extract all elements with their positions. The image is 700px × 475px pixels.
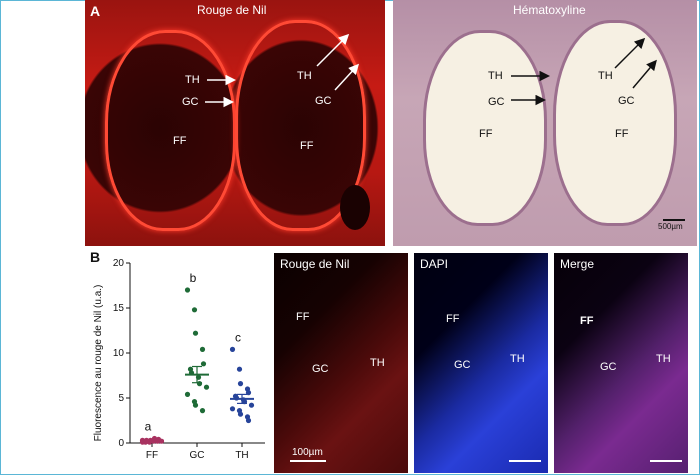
y-tick-label: 15 xyxy=(113,303,125,314)
dapi-ff: FF xyxy=(446,313,460,325)
merge-micrograph: Merge FF GC TH xyxy=(554,253,688,473)
data-point xyxy=(184,287,191,293)
merge-th: TH xyxy=(656,353,671,365)
label-th-right-h: TH xyxy=(598,70,613,82)
arrow-gc-right xyxy=(334,63,360,91)
data-point xyxy=(237,411,244,417)
y-tick-label: 20 xyxy=(113,258,125,269)
nile-red-scatter-chart: Fluorescence au rouge de Nil (u.a.) 0 5 10… xyxy=(93,258,265,461)
arrow-th-right-h xyxy=(614,37,646,69)
nile-red-gc: GC xyxy=(312,363,329,375)
data-point xyxy=(184,391,191,397)
y-tick-label: 10 xyxy=(113,348,125,359)
scale-bar-merge xyxy=(650,460,682,462)
nile-red-micrograph: Rouge de Nil FF GC TH 100µm xyxy=(274,253,408,473)
data-point xyxy=(229,346,236,352)
scale-bar-b xyxy=(290,460,326,462)
left-image-title: Rouge de Nil xyxy=(197,3,267,17)
right-arrows xyxy=(511,37,657,106)
dapi-micrograph: DAPI FF GC TH xyxy=(414,253,548,473)
hematoxylin-image: Hématoxyline TH GC FF TH GC FF 500µm xyxy=(393,0,697,246)
dapi-gc: GC xyxy=(454,359,471,371)
x-tick-label: FF xyxy=(146,450,158,461)
label-ff-left-h: FF xyxy=(479,128,493,140)
scale-bar-a-label: 500µm xyxy=(658,222,683,231)
scale-bar-dapi xyxy=(509,460,541,462)
dark-vessel xyxy=(340,185,370,230)
x-tick-label: TH xyxy=(235,450,248,461)
x-tick-label: GC xyxy=(190,450,205,461)
data-point xyxy=(199,346,206,352)
significance-label: c xyxy=(235,330,241,344)
y-tick-label: 5 xyxy=(118,393,124,404)
nile-red-title: Rouge de Nil xyxy=(280,257,350,271)
data-point xyxy=(199,408,206,414)
oocyte-rim-left xyxy=(105,30,236,231)
nile-red-fluorescence-image: Rouge de Nil TH GC FF TH GC FF xyxy=(85,0,385,246)
label-gc-left-h: GC xyxy=(488,96,505,108)
label-gc-right: GC xyxy=(315,95,332,107)
scale-bar-a xyxy=(663,219,685,221)
label-th-right: TH xyxy=(297,70,312,82)
label-th-left-h: TH xyxy=(488,70,503,82)
merge-ff: FF xyxy=(580,315,594,327)
oocyte-right xyxy=(553,20,677,226)
label-gc-left: GC xyxy=(182,96,199,108)
oocyte-left xyxy=(423,30,547,226)
arrow-th-right xyxy=(316,33,350,67)
data-point xyxy=(196,381,203,387)
label-ff-right: FF xyxy=(300,140,314,152)
left-arrows xyxy=(205,33,360,108)
data-point xyxy=(248,402,255,408)
panel-b-letter: B xyxy=(90,249,101,265)
data-point xyxy=(192,330,199,336)
label-ff-right-h: FF xyxy=(615,128,629,140)
dapi-th: TH xyxy=(510,353,525,365)
y-axis-label: Fluorescence au rouge de Nil (u.a.) xyxy=(93,285,104,442)
chart-marks: a b c xyxy=(139,271,255,445)
data-point xyxy=(236,366,243,372)
data-point xyxy=(229,406,236,412)
label-gc-right-h: GC xyxy=(618,95,635,107)
label-ff-left: FF xyxy=(173,135,187,147)
significance-label: a xyxy=(145,420,152,434)
data-point xyxy=(245,417,252,424)
scale-bar-b-label: 100µm xyxy=(292,447,323,458)
nile-red-ff: FF xyxy=(296,311,310,323)
nile-red-th: TH xyxy=(370,357,385,369)
y-tick-label: 0 xyxy=(118,438,124,449)
data-point xyxy=(191,307,198,313)
label-th-left: TH xyxy=(185,74,200,86)
arrow-gc-right-h xyxy=(632,59,657,89)
significance-label: b xyxy=(190,271,197,285)
data-point xyxy=(237,381,244,387)
dapi-title: DAPI xyxy=(420,257,449,271)
right-image-title: Hématoxyline xyxy=(513,3,586,17)
oocyte-rim-right xyxy=(235,20,366,231)
data-point xyxy=(203,384,210,390)
data-point xyxy=(200,361,207,367)
merge-gc: GC xyxy=(600,361,617,373)
data-point xyxy=(192,402,199,408)
data-point xyxy=(245,390,252,396)
panel-a-letter: A xyxy=(90,3,101,19)
merge-title: Merge xyxy=(560,257,595,271)
